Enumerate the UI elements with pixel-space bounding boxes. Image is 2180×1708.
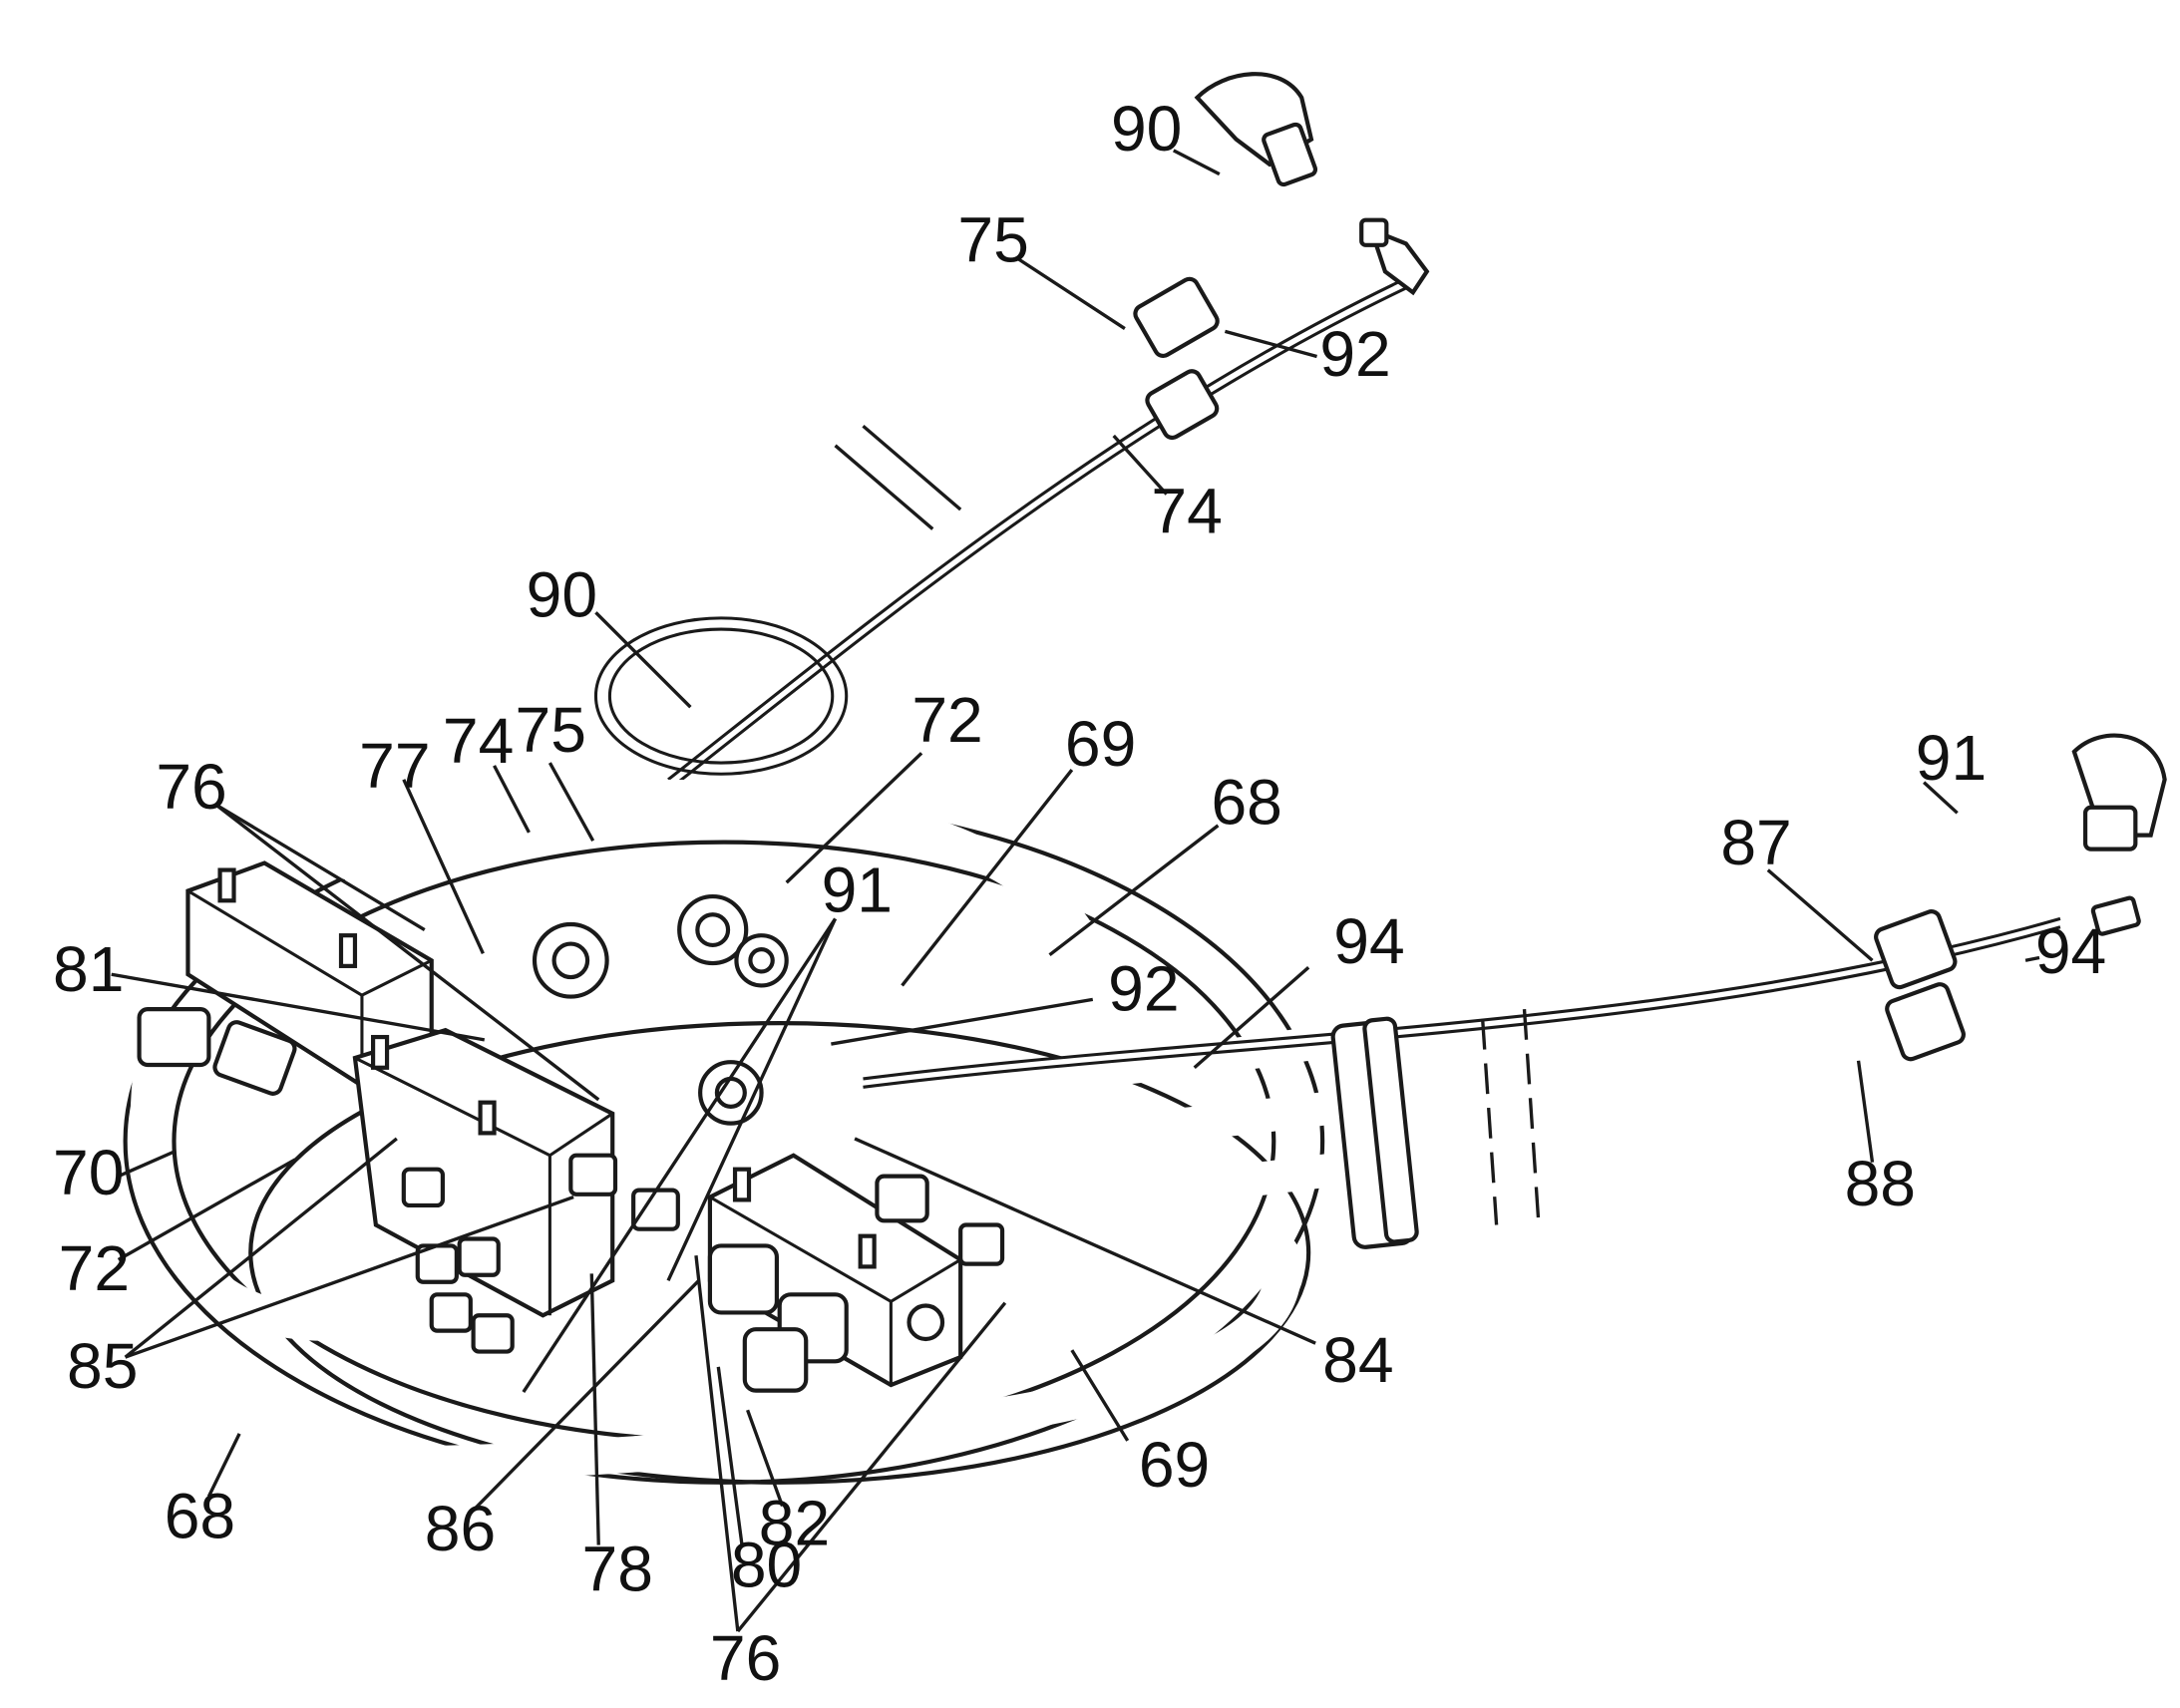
callout-76-bottom: 76 <box>710 1622 781 1694</box>
callout-74-mid: 74 <box>443 705 514 777</box>
callout-68-bottom: 68 <box>165 1481 235 1552</box>
callout-78: 78 <box>581 1534 652 1605</box>
fitting-87 <box>1874 909 1958 990</box>
upper-break-marks <box>834 424 962 530</box>
callout-85: 85 <box>67 1330 138 1402</box>
callout-92-mid: 92 <box>1108 953 1179 1025</box>
right-break-marks <box>1480 1009 1541 1225</box>
fitting-94-right <box>2090 895 2141 936</box>
fitting-92-top <box>1359 217 1430 296</box>
callout-94-right: 94 <box>2035 915 2106 987</box>
callout-90-top: 90 <box>1111 93 1182 165</box>
fitting-88 <box>1885 982 1966 1062</box>
callout-90-mid: 90 <box>527 558 597 630</box>
callout-84: 84 <box>1322 1324 1393 1396</box>
callout-91-right: 91 <box>1916 722 1987 794</box>
callout-80: 80 <box>731 1529 802 1600</box>
callout-labels: 90 75 92 74 90 77 74 75 72 69 68 76 91 8… <box>53 93 2106 1694</box>
fitting-75-top <box>1133 276 1220 359</box>
callout-87: 87 <box>1720 807 1791 878</box>
callout-75-mid: 75 <box>515 694 585 766</box>
right-hose-bundle <box>818 790 2061 1249</box>
fitting-90-top-elbow <box>1194 72 1318 187</box>
valve-block-center <box>352 1027 615 1318</box>
callout-70: 70 <box>53 1137 124 1208</box>
callout-92-top: 92 <box>1319 318 1390 390</box>
callout-88: 88 <box>1845 1148 1916 1219</box>
callout-77: 77 <box>359 730 430 802</box>
callout-75-top: 75 <box>957 204 1028 276</box>
callout-72-top: 72 <box>911 684 982 756</box>
fitting-74-top <box>1145 369 1220 441</box>
callout-81: 81 <box>53 933 124 1005</box>
callout-91-mid: 91 <box>822 854 893 925</box>
callout-74-top: 74 <box>1151 476 1222 547</box>
flange-fittings <box>137 893 1005 1393</box>
fitting-91-right-elbow <box>2071 733 2167 852</box>
callout-94-mid: 94 <box>1333 905 1404 977</box>
callout-69-top: 69 <box>1065 708 1136 780</box>
callout-72-left: 72 <box>59 1232 130 1304</box>
callout-76-left: 76 <box>156 751 226 823</box>
callout-82: 82 <box>759 1488 830 1559</box>
callout-68-right: 68 <box>1211 766 1281 838</box>
leader-lines <box>111 149 2040 1633</box>
callout-69-bottom: 69 <box>1139 1429 1210 1501</box>
callout-86: 86 <box>425 1493 496 1564</box>
